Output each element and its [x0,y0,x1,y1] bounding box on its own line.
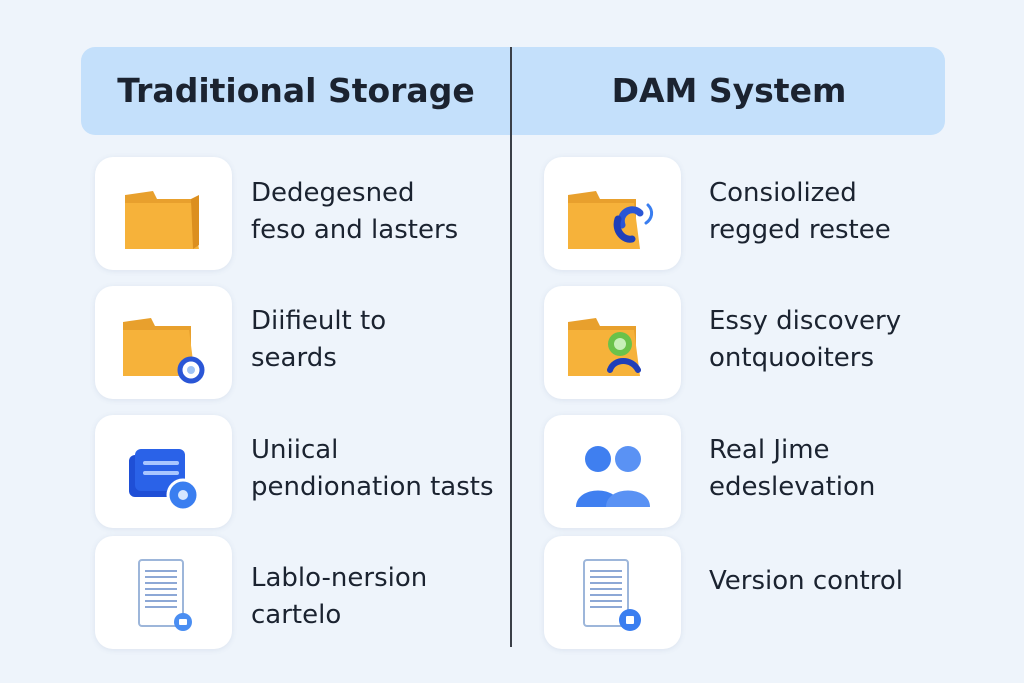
text-line: pendionation tasts [251,472,494,502]
dam-row-4-card [544,536,681,649]
dam-row-1-card [544,157,681,270]
text-line: edeslevation [709,472,876,502]
text-line: Lablo-nersion [251,563,428,593]
folder-discovery-icon [568,318,641,376]
dam-row-2-text: Essy discovery ontquooiters [709,303,969,377]
text-line: feso and lasters [251,215,459,245]
text-line: Consiolized [709,178,857,208]
column-divider [510,47,512,647]
text-line: Version control [709,566,903,596]
text-line: Essy discovery [709,306,902,336]
dam-row-3-text: Real Jime edeslevation [709,432,969,506]
traditional-row-1-text: Dedegesned feso and lasters [251,175,511,249]
traditional-row-2-text: Diifieult to seards [251,303,511,377]
traditional-row-3-card [95,415,232,528]
text-line: seards [251,343,337,373]
text-line: Diifieult to [251,306,387,336]
document-icon [138,559,192,631]
document-version-icon [583,559,641,631]
traditional-row-4-card [95,536,232,649]
text-line: Uniical [251,435,339,465]
folder-link-icon [568,191,654,249]
text-line: regged restee [709,215,891,245]
text-line: ontquooiters [709,343,875,373]
dam-system-title: DAM System [611,71,847,110]
dam-row-4-text: Version control [709,563,969,600]
text-line: Dedegesned [251,178,415,208]
folder-icon [125,191,199,249]
users-icon [576,446,650,507]
text-line: cartelo [251,600,342,630]
comparison-header: Traditional Storage DAM System [81,47,945,135]
dam-row-1-text: Consiolized regged restee [709,175,969,249]
traditional-storage-title: Traditional Storage [117,71,475,110]
dam-row-2-card [544,286,681,399]
dam-row-3-card [544,415,681,528]
traditional-row-4-text: Lablo-nersion cartelo [251,560,511,634]
folder-search-icon [123,318,205,384]
traditional-row-1-card [95,157,232,270]
traditional-row-2-card [95,286,232,399]
traditional-row-3-text: Uniical pendionation tasts [251,432,511,506]
stacked-folders-icon [129,449,200,512]
text-line: Real Jime [709,435,830,465]
